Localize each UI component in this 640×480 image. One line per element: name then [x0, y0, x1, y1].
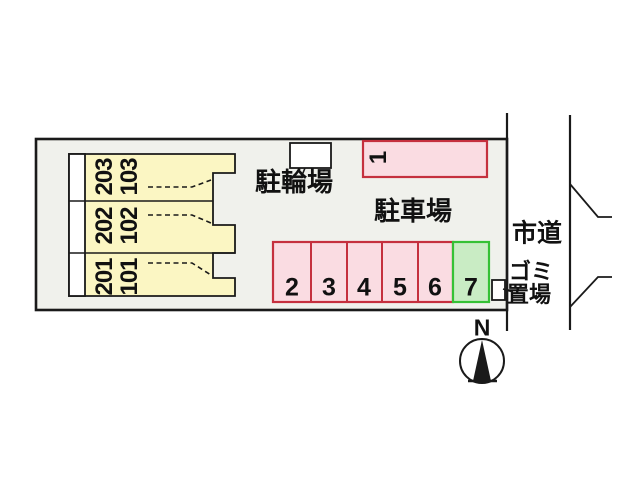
space-number-1: 1: [365, 151, 392, 165]
unit-label-102: 102: [116, 207, 143, 245]
entrance-path-2: [148, 214, 212, 224]
compass-needle: [473, 340, 491, 381]
garbage-label-leader: [502, 288, 514, 293]
road-break-top: [569, 183, 612, 218]
parking-lot-label: 駐車場: [373, 196, 453, 226]
unit-label-201: 201: [91, 258, 118, 296]
garbage-label-line2: 置場: [506, 282, 552, 307]
unit-label-203: 203: [91, 158, 118, 196]
garbage-box: [491, 279, 506, 301]
unit-label-202: 202: [91, 207, 118, 245]
bicycle-parking-box: [289, 142, 332, 169]
road-break-bottom: [569, 276, 612, 308]
unit-label-101: 101: [116, 258, 143, 296]
unit-label-103: 103: [116, 158, 143, 196]
space-number-2: 2: [285, 273, 299, 302]
city-road-label: 市道: [511, 219, 563, 248]
garbage-label-line1: ゴミ: [508, 259, 554, 284]
space-number-5: 5: [393, 273, 407, 302]
compass-north-label: N: [473, 314, 491, 341]
parking-space-7: [451, 240, 491, 304]
space-number-6: 6: [428, 273, 442, 302]
entrance-path-3: [148, 262, 212, 276]
space-number-3: 3: [322, 273, 336, 302]
parking-space-1: [361, 139, 489, 179]
entrance-path-1: [148, 179, 212, 188]
bicycle-label-leader: [300, 167, 306, 179]
space-number-7: 7: [464, 273, 478, 302]
space-number-4: 4: [357, 273, 371, 302]
bicycle-parking-label: 駐輪場: [254, 167, 334, 197]
balcony-column: [68, 153, 86, 297]
